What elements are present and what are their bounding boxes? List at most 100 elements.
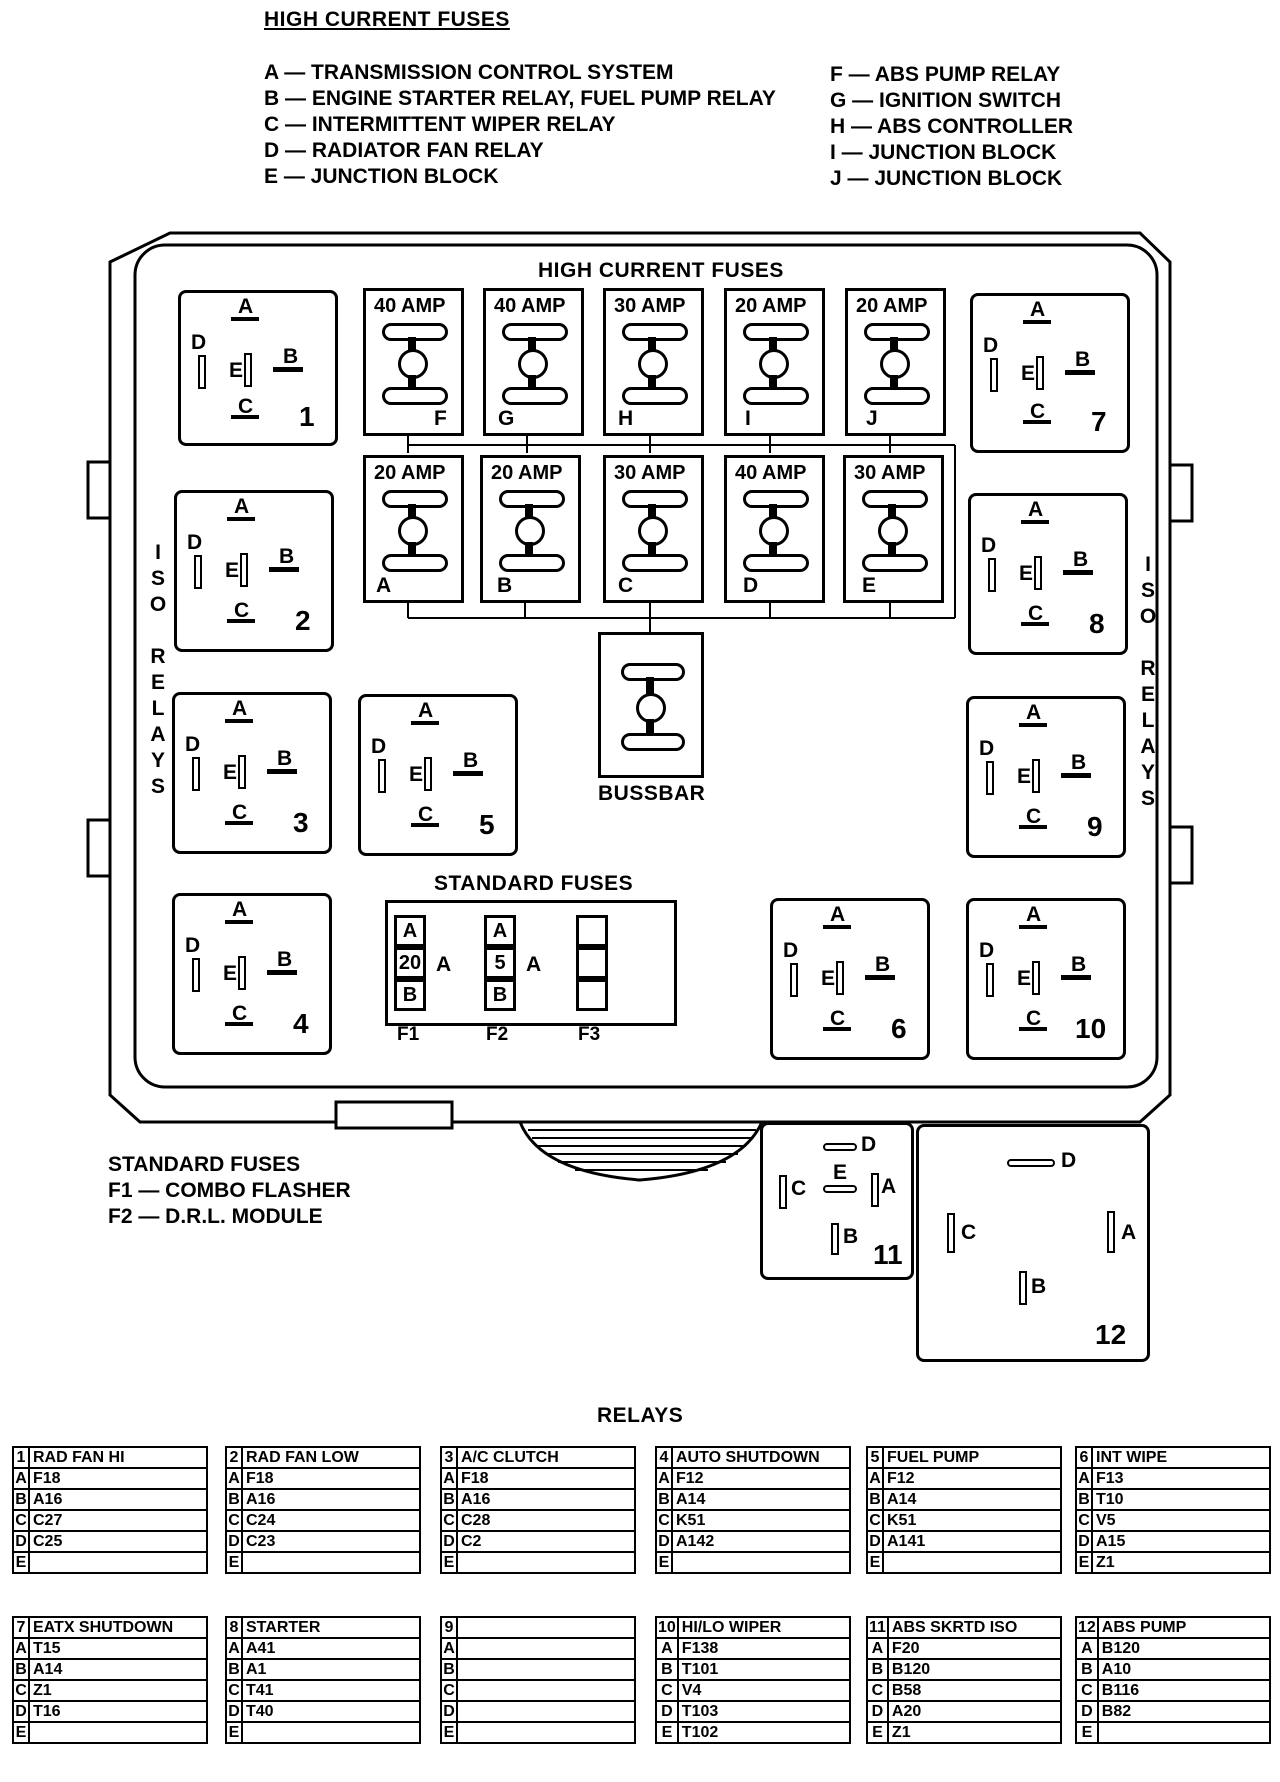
pin-c-label: C (232, 801, 248, 824)
pin-d (192, 757, 200, 791)
pin-e (240, 553, 248, 587)
fuse-e: 30 AMP E (843, 455, 944, 603)
relay-pin: E (866, 1551, 884, 1574)
relay-circuit: B58 (886, 1679, 1063, 1702)
relay-pin: A (866, 1467, 884, 1490)
relay-pin: C (1075, 1679, 1099, 1702)
fuse-f: 40 AMP F (363, 288, 464, 436)
relay-circuit (1096, 1721, 1272, 1744)
pin-c (231, 415, 259, 419)
pin-b (453, 771, 483, 776)
relay-circuit: Z1 (886, 1721, 1063, 1744)
pin-c (225, 821, 253, 825)
relay-circuit: F12 (882, 1467, 1062, 1490)
relay-circuit: T10 (1091, 1488, 1271, 1511)
relay-circuit (28, 1551, 208, 1574)
pin-b (1019, 1271, 1027, 1305)
relay-circuit: A10 (1096, 1658, 1272, 1681)
relay-circuit: A141 (882, 1530, 1062, 1553)
relay-number: 3 (293, 807, 309, 838)
pin-c-label: C (961, 1221, 977, 1244)
f3-bottom-slot (576, 979, 608, 1011)
pin-e (1032, 759, 1040, 793)
fuse-rating: 40 AMP (735, 462, 807, 484)
relay-table-number: 3 (440, 1446, 458, 1469)
fuse-rating: 20 AMP (735, 295, 807, 317)
f1-unit: A (436, 953, 452, 976)
fuse-terminal (502, 387, 568, 405)
relay-pin: B (12, 1488, 30, 1511)
relay-circuit: T103 (676, 1700, 852, 1723)
relay-pin: C (225, 1509, 243, 1532)
pin-c-label: C (1026, 1007, 1042, 1030)
f2-unit: A (526, 953, 542, 976)
relay-circuit: K51 (882, 1509, 1062, 1532)
fuse-c: 30 AMP C (603, 455, 704, 603)
relay-table-name: HI/LO WIPER (676, 1616, 852, 1639)
relay-table-name: FUEL PUMP (882, 1446, 1062, 1469)
relay-pin: C (440, 1679, 458, 1702)
fuse-terminal (862, 554, 928, 572)
pin-b-label: B (1073, 548, 1089, 571)
relay-pin: B (866, 1488, 884, 1511)
fuse-letter: A (376, 574, 392, 597)
relay-circuit: T101 (676, 1658, 852, 1681)
pin-a (225, 719, 253, 723)
relay-circuit: B120 (1096, 1637, 1272, 1660)
relay-circuit: T41 (241, 1679, 421, 1702)
fuse-letter: F (434, 407, 447, 430)
fuse-a: 20 AMP A (363, 455, 464, 603)
fuse-d: 40 AMP D (724, 455, 825, 603)
pin-c (779, 1175, 787, 1209)
pin-e (823, 1185, 857, 1193)
fuse-stem (648, 504, 656, 518)
pin-d (1007, 1159, 1055, 1167)
pin-c-label: C (1028, 602, 1044, 625)
relay-table-number: 5 (866, 1446, 884, 1469)
pin-e-label: E (1021, 362, 1036, 385)
relay-pin: E (655, 1551, 673, 1574)
fuse-stem (648, 542, 656, 556)
pin-c-label: C (418, 803, 434, 826)
relay-circuit: F18 (241, 1467, 421, 1490)
fuse-rating: 30 AMP (614, 462, 686, 484)
fuse-stem (888, 542, 896, 556)
relay-pin: A (655, 1637, 679, 1660)
relay-circuit: A16 (28, 1488, 208, 1511)
relay-pin: E (12, 1721, 30, 1744)
pin-c (1019, 1027, 1047, 1031)
relay-table-number: 6 (1075, 1446, 1093, 1469)
relay-table-name: INT WIPE (1091, 1446, 1271, 1469)
f3-top-slot (576, 915, 608, 947)
pin-b-label: B (463, 749, 479, 772)
fuse-rating: 20 AMP (491, 462, 563, 484)
relay-number: 10 (1075, 1013, 1107, 1044)
relay-number: 4 (293, 1008, 309, 1039)
pin-a-label: A (418, 699, 434, 722)
pin-d (192, 958, 200, 992)
fuse-terminal (622, 387, 688, 405)
pin-c (1021, 622, 1049, 626)
relay-number: 2 (295, 605, 311, 636)
pin-c-label: C (232, 1002, 248, 1025)
legend-item: D — RADIATOR FAN RELAY (264, 139, 544, 162)
relay-pin: D (225, 1530, 243, 1553)
pin-a-label: A (1026, 701, 1042, 724)
relay-table-name (456, 1616, 636, 1639)
relay-table-number: 11 (866, 1616, 889, 1639)
pin-a-label: A (1030, 298, 1046, 321)
relay-number: 1 (299, 401, 315, 432)
pin-e-label: E (223, 962, 238, 985)
f3-middle-slot (576, 947, 608, 979)
fuse-j: 20 AMP J (845, 288, 946, 436)
fuse-terminal (622, 554, 688, 572)
